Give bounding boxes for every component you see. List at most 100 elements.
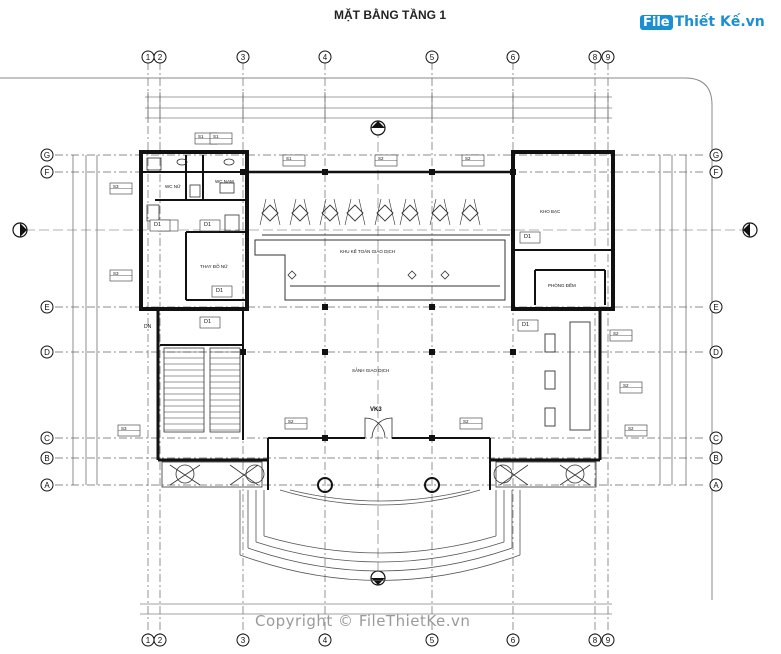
grid-bubble-col-4: 4: [318, 633, 332, 647]
window-tag-label: S1: [286, 156, 292, 161]
room-label-sanh-giao-dich: SẢNH GIAO DỊCH: [352, 367, 389, 373]
window-tag-label: S2: [465, 156, 471, 161]
door-tag: D1: [211, 285, 233, 298]
counter-chairs: [259, 198, 481, 280]
window-tag-label: S2: [623, 383, 629, 388]
window-tag-label: S1: [213, 134, 219, 139]
room-label-wc-nam: WC NAM: [215, 179, 234, 184]
grid-bubble-row-G: G: [709, 148, 723, 162]
door-tag: D1: [199, 316, 221, 329]
stair-tag: VK3: [370, 407, 382, 413]
door-tag-label: D1: [204, 319, 211, 325]
grid-label-row: D: [44, 348, 50, 357]
grid-label-row: B: [713, 454, 718, 463]
top-dimension-ticks: [147, 92, 609, 122]
window-tag: S2: [374, 154, 398, 167]
grid-bubble-col-9: 9: [601, 633, 615, 647]
column: [322, 169, 328, 175]
column: [322, 304, 328, 310]
window-tag: S2: [284, 417, 308, 430]
grid-label-col: 2: [158, 53, 163, 62]
window-tag-label: S2: [288, 419, 294, 424]
grid-bubble-row-G: G: [40, 148, 54, 162]
grid-bubble-col-6: 6: [506, 50, 520, 64]
door-tag-label: D1: [154, 222, 161, 228]
grid-label-row: E: [44, 303, 49, 312]
room-label-phong-dem: PHÒNG ĐẾM: [548, 282, 576, 288]
grid-bubble-row-B: B: [40, 451, 54, 465]
chair: [374, 198, 396, 226]
chair: [287, 270, 297, 280]
site-boundary: [0, 77, 713, 600]
window-tag: S2: [609, 329, 633, 342]
grid-label-col: 5: [430, 53, 435, 62]
chair: [259, 198, 281, 226]
room-label-kho-bac: KHO BẠC: [540, 209, 561, 214]
grid-label-col: 6: [511, 636, 516, 645]
door-window-tags: S1S1S1S2S2S3S3S3S2S2S2S2S2D1D1D1D1D1D1D1: [109, 132, 648, 437]
column: [322, 349, 328, 355]
grid-label-row: B: [44, 454, 49, 463]
grid-bubble-col-3: 3: [236, 633, 250, 647]
grid-bubble-col-5: 5: [425, 633, 439, 647]
grid-bubble-row-C: C: [709, 431, 723, 445]
window-tag-label: S3: [113, 271, 119, 276]
grid-bubble-row-F: F: [40, 165, 54, 179]
grid-bubble-col-1: 1: [141, 50, 155, 64]
grid-bubble-col-8: 8: [588, 633, 602, 647]
vault-shelves: [544, 321, 591, 431]
grid-label-col: 5: [430, 636, 435, 645]
door-tag: D1: [517, 319, 539, 332]
grid-label-row: D: [713, 348, 719, 357]
copyright-watermark: Copyright © FileThietKe.vn: [255, 612, 471, 630]
structural-columns: [240, 169, 516, 441]
window-tag: S2: [459, 417, 483, 430]
grid-bubble-row-E: E: [40, 300, 54, 314]
grid-bubble-col-9: 9: [601, 50, 615, 64]
chair: [407, 270, 417, 280]
window-tag-label: S2: [463, 419, 469, 424]
grid-label-row: C: [713, 434, 719, 443]
grid-bubble-row-E: E: [709, 300, 723, 314]
column: [429, 304, 435, 310]
brand-logo-text: Thiết Kế.vn: [674, 14, 765, 30]
grid-bubble-row-B: B: [709, 451, 723, 465]
exterior-walls: [139, 150, 615, 490]
window-tag-label: S1: [198, 134, 204, 139]
grid-label-col: 1: [146, 53, 151, 62]
grid-bubble-col-8: 8: [588, 50, 602, 64]
grid-label-col: 3: [241, 636, 246, 645]
room-label-dn: DN: [144, 324, 152, 330]
chair: [459, 198, 481, 226]
door-tag-label: D1: [522, 322, 529, 328]
column: [322, 435, 328, 441]
window-tag: S3: [109, 182, 133, 195]
chair: [289, 198, 311, 226]
grid-label-row: A: [713, 481, 719, 490]
chair: [440, 270, 450, 280]
door-tag-label: D1: [204, 222, 211, 228]
corner-planters: [161, 461, 597, 488]
column: [510, 349, 516, 355]
grid-label-col: 9: [606, 636, 611, 645]
section-marker-bottom: [370, 570, 386, 586]
window-tag: S2: [461, 154, 485, 167]
window-tag: S3: [109, 269, 133, 282]
grid-bubble-col-2: 2: [153, 633, 167, 647]
window-tag-label: S3: [113, 184, 119, 189]
grid-label-col: 4: [323, 636, 328, 645]
grid-label-row: C: [44, 434, 50, 443]
grid-label-col: 8: [593, 636, 598, 645]
interior-walls: [141, 155, 613, 440]
window-tag: S1: [282, 154, 306, 167]
window-tag: S1: [209, 132, 233, 145]
entrance-steps: [239, 489, 521, 581]
grid-bubble-row-D: D: [709, 345, 723, 359]
column: [240, 169, 246, 175]
window-tag-label: S2: [613, 331, 619, 336]
grid-bubble-row-C: C: [40, 431, 54, 445]
chair: [344, 198, 366, 226]
